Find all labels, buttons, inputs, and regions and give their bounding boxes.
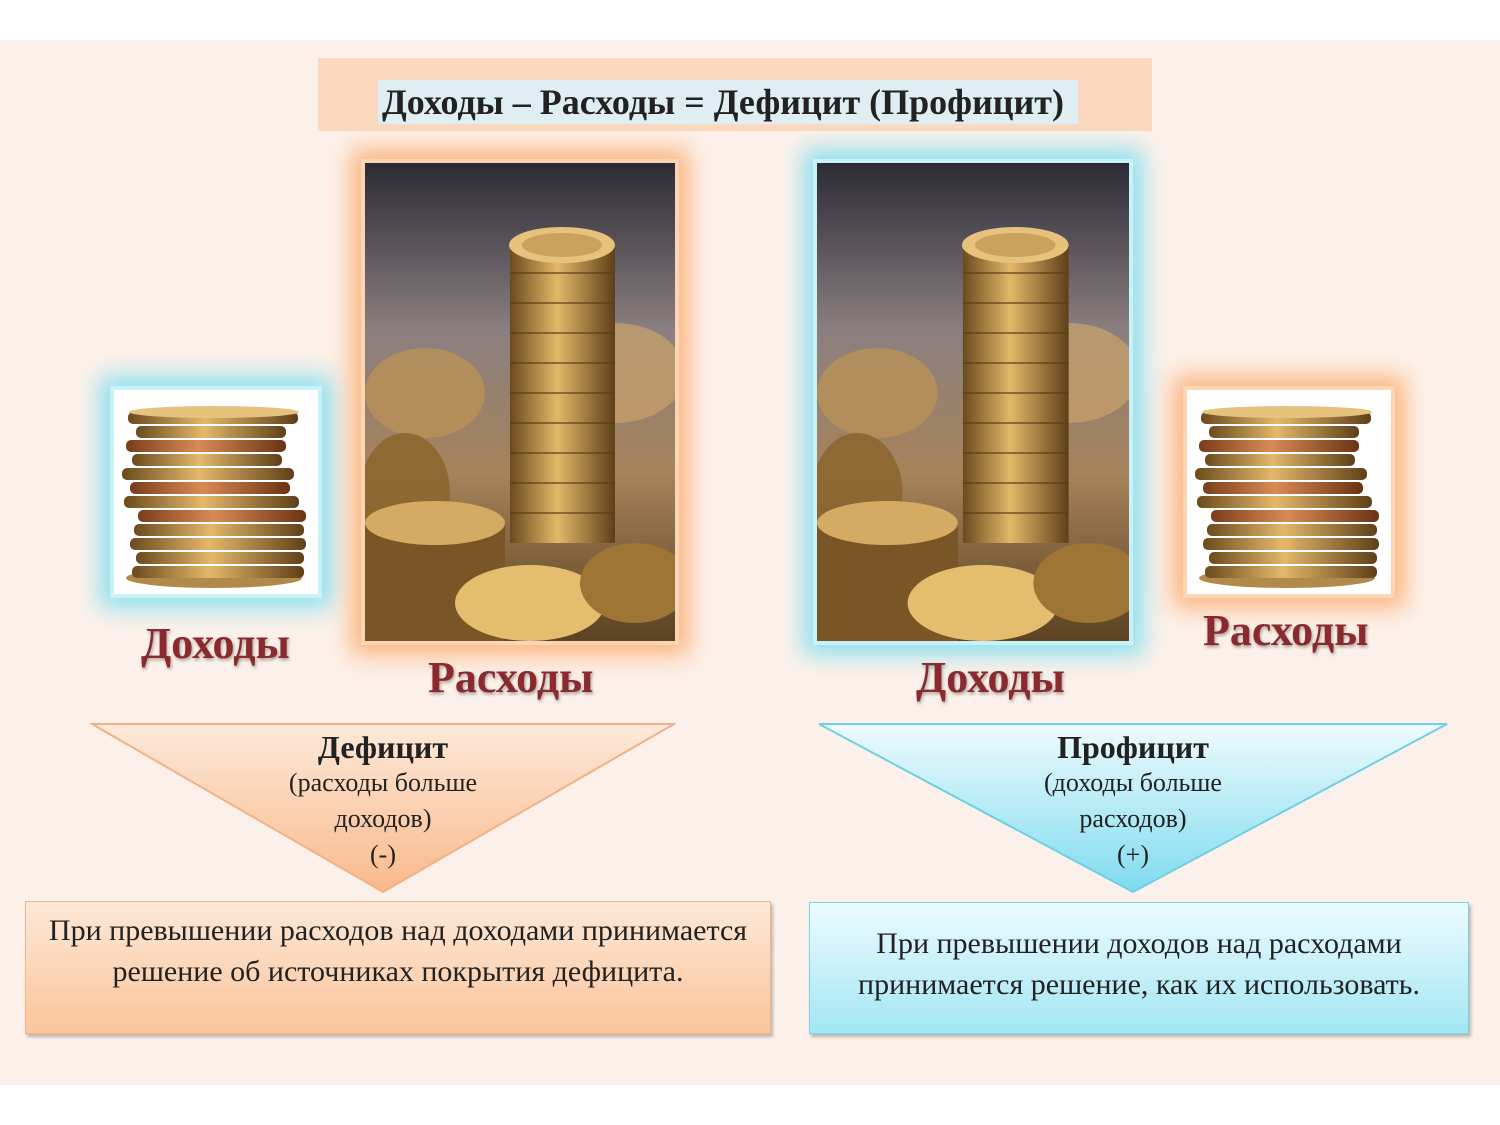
caption-expenses-left: Расходы [428, 653, 594, 702]
deficit-line-2: доходов) [334, 804, 432, 833]
deficit-label-group: Дефицит (расходы больше доходов) (-) [233, 729, 533, 873]
deficit-sign: (-) [370, 840, 396, 869]
surplus-line-1: (доходы больше [1044, 768, 1222, 797]
large-coin-stack-image-right [817, 163, 1129, 641]
large-coin-stack-image-left [365, 163, 675, 641]
small-coin-stack-image-left [114, 390, 318, 594]
caption-income-right: Доходы [916, 653, 1065, 702]
slide: Доходы – Расходы = Дефицит (Профицит) До… [0, 40, 1500, 1085]
caption-income-left: Доходы [141, 619, 290, 668]
deficit-triangle [90, 723, 676, 894]
surplus-note: При превышении доходов над расходами при… [809, 902, 1469, 1034]
surplus-triangle [818, 723, 1448, 894]
surplus-label-group: Профицит (доходы больше расходов) (+) [983, 729, 1283, 873]
deficit-note: При превышении расходов над доходами при… [25, 901, 771, 1034]
formula-text: Доходы – Расходы = Дефицит (Профицит) [378, 80, 1078, 124]
deficit-line-1: (расходы больше [288, 768, 478, 797]
surplus-line-2: расходов) [1079, 804, 1187, 833]
surplus-title: Профицит [1057, 729, 1209, 765]
deficit-title: Дефицит [317, 729, 449, 765]
caption-expenses-right: Расходы [1203, 606, 1369, 655]
surplus-sign: (+) [1117, 840, 1149, 869]
small-coin-stack-image-right [1187, 390, 1391, 594]
formula-banner: Доходы – Расходы = Дефицит (Профицит) [318, 58, 1152, 131]
